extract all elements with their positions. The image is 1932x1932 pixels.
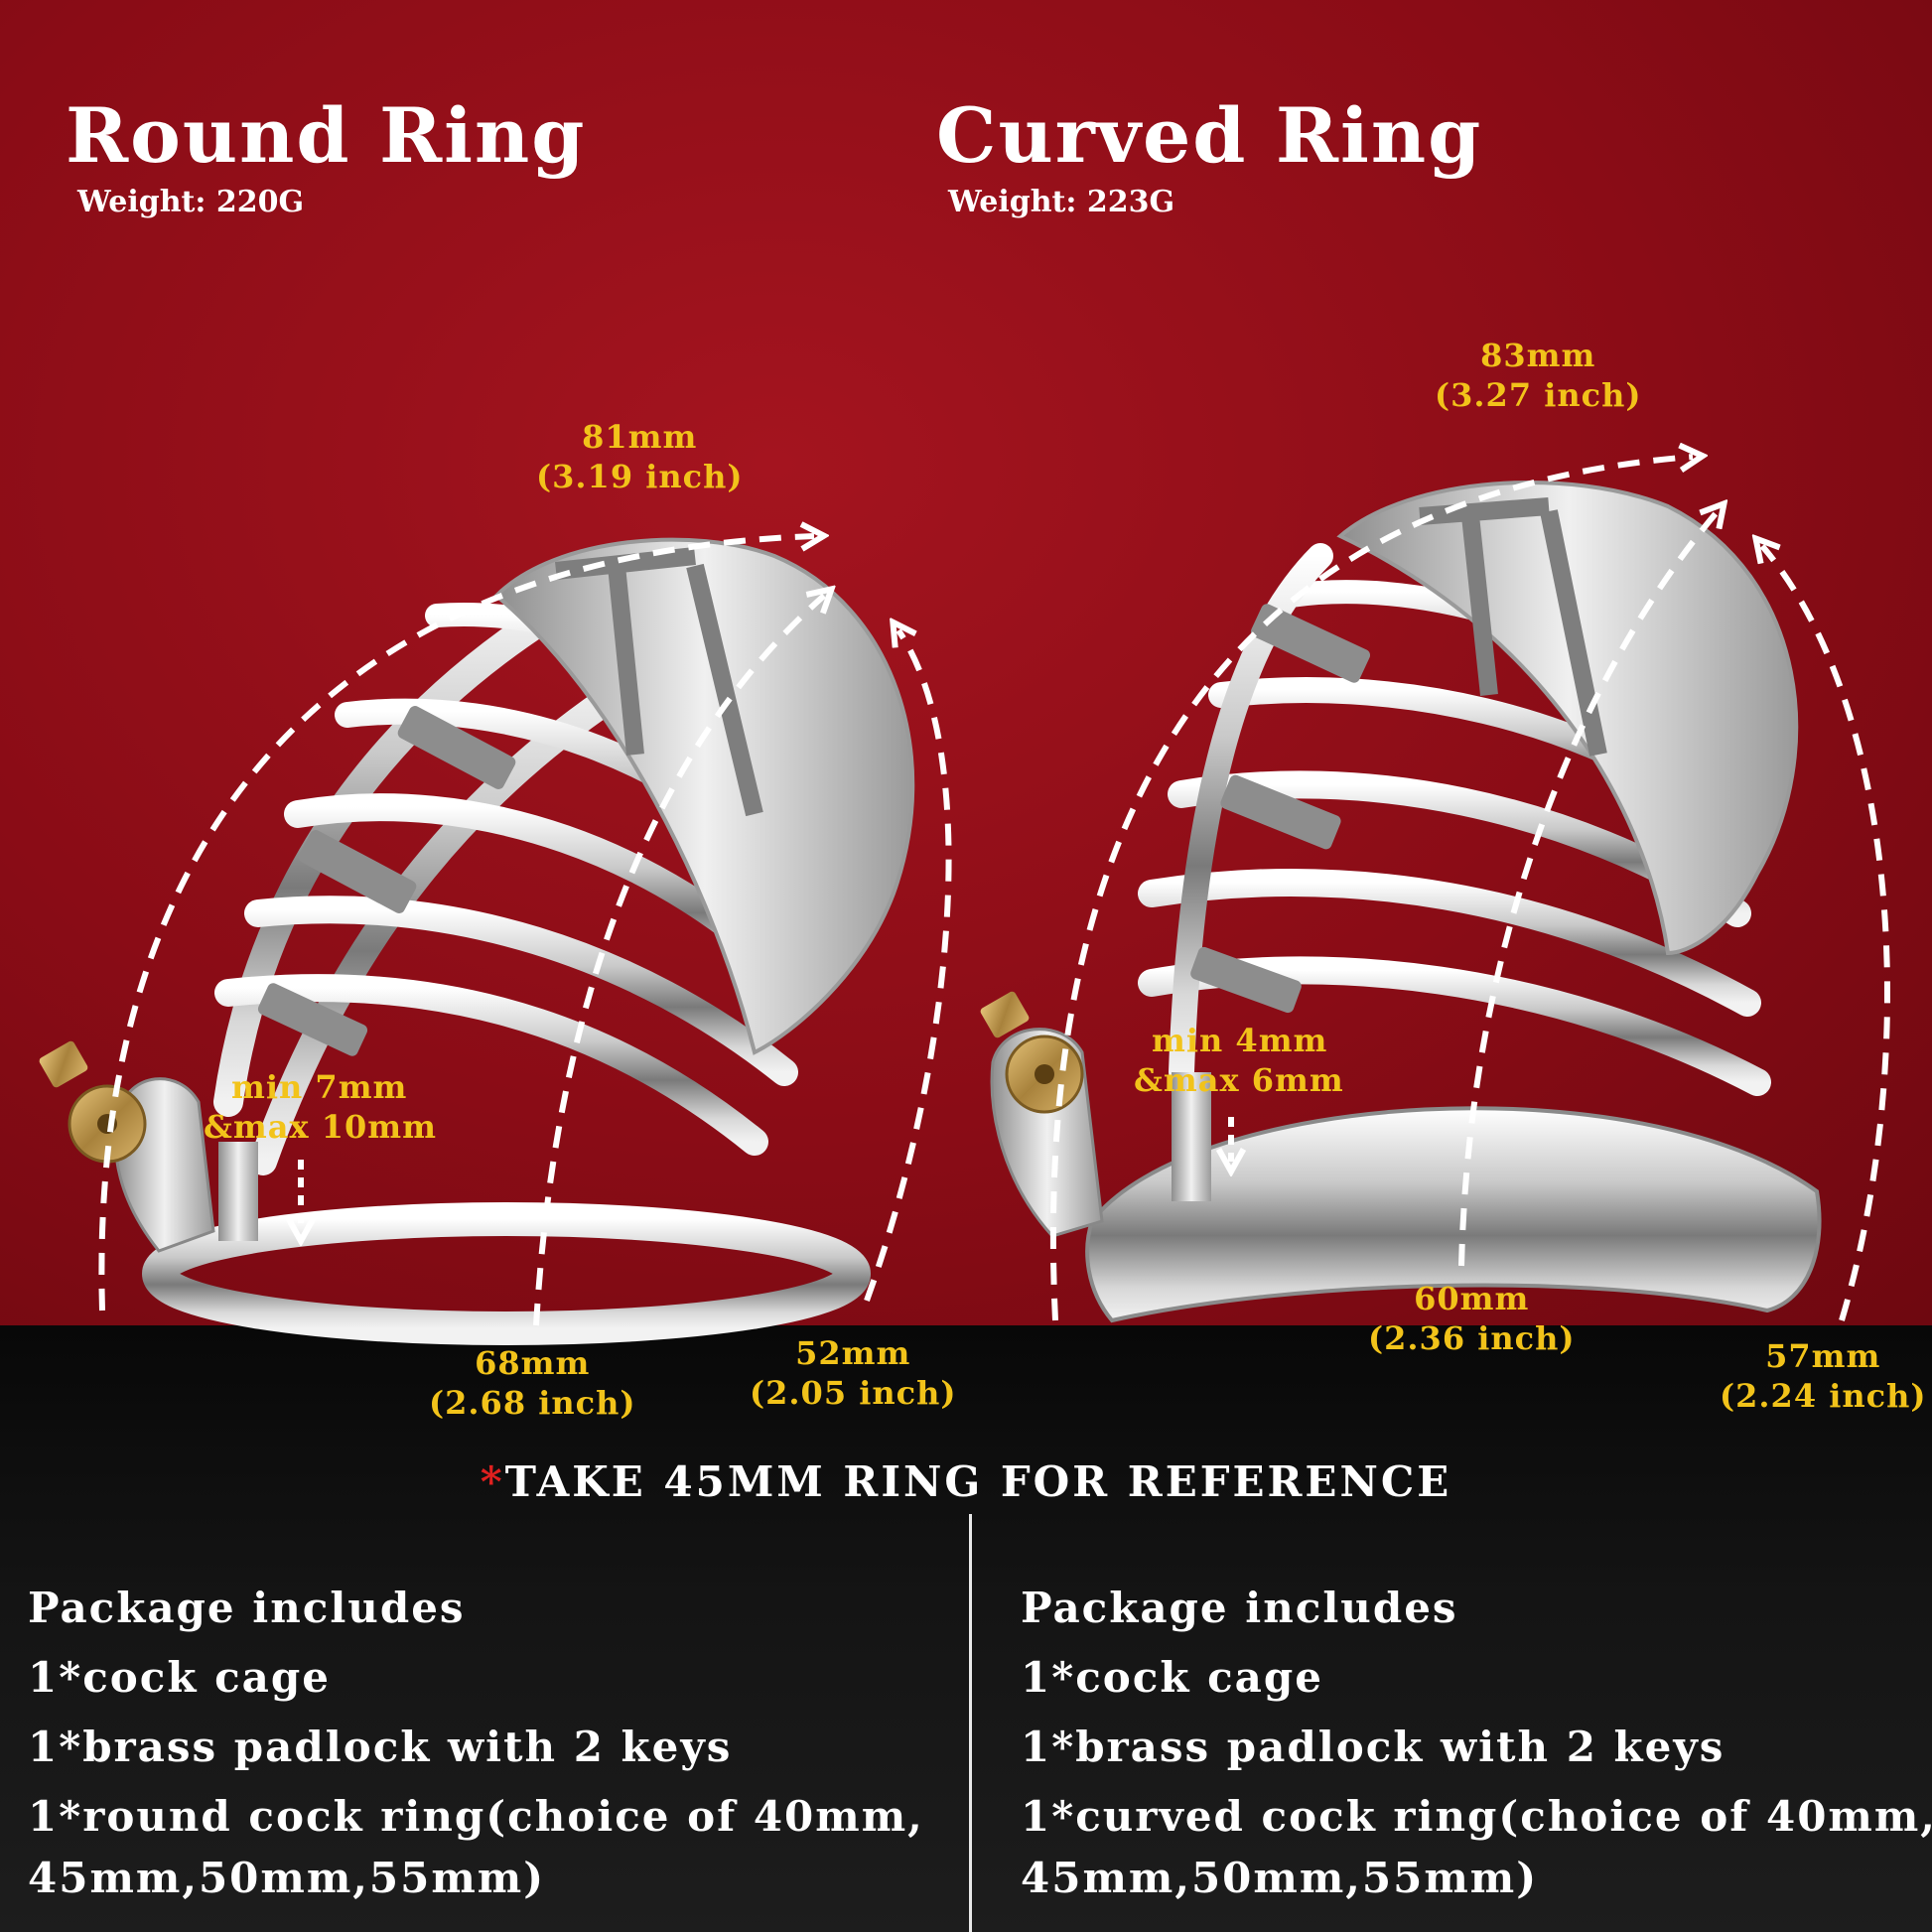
curved-ring-weight: Weight: 223G bbox=[948, 185, 1175, 219]
list-item: 1*brass padlock with 2 keys bbox=[1021, 1723, 1725, 1771]
curved-ring-front-length-label: 57mm(2.24 inch) bbox=[1720, 1337, 1927, 1415]
curved-ring-title: Curved Ring bbox=[936, 91, 1483, 180]
dashed-arrow-icon bbox=[1049, 457, 1890, 1321]
round-ring-title: Round Ring bbox=[66, 91, 587, 180]
brass-padlock-icon bbox=[39, 1040, 147, 1164]
list-item: 45mm,50mm,55mm) bbox=[28, 1854, 546, 1902]
list-item: 1*brass padlock with 2 keys bbox=[28, 1723, 733, 1771]
list-item: 1*cock cage bbox=[28, 1653, 331, 1702]
black-panel bbox=[0, 1325, 1932, 1932]
package-heading: Package includes bbox=[28, 1584, 466, 1632]
round-ring-weight: Weight: 220G bbox=[77, 185, 305, 219]
list-item: 45mm,50mm,55mm) bbox=[1021, 1854, 1539, 1902]
curved-ring-center-length-label: 60mm(2.36 inch) bbox=[1368, 1280, 1576, 1357]
round-ring-length-label: 81mm(3.19 inch) bbox=[536, 418, 744, 495]
curved-ring-gap-label: min 4mm&max 6mm bbox=[1134, 1022, 1344, 1099]
round-ring-gap-label: min 7mm&max 10mm bbox=[204, 1068, 437, 1146]
round-ring-cage-illustration bbox=[113, 537, 915, 1345]
round-ring-center-length-label: 68mm(2.68 inch) bbox=[429, 1344, 636, 1422]
reference-star: * bbox=[480, 1457, 505, 1506]
list-item: 1*curved cock ring(choice of 40mm, bbox=[1021, 1792, 1932, 1841]
column-divider bbox=[969, 1514, 972, 1932]
reference-text: TAKE 45MM RING FOR REFERENCE bbox=[504, 1457, 1452, 1506]
ring-reference-note: *TAKE 45MM RING FOR REFERENCE bbox=[0, 1457, 1932, 1506]
round-ring-front-length-label: 52mm(2.05 inch) bbox=[750, 1334, 957, 1412]
curved-ring-cage-illustration bbox=[990, 481, 1822, 1323]
package-list-round: Package includes 1*cock cage 1*brass pad… bbox=[28, 1574, 924, 1913]
package-list-curved: Package includes 1*cock cage 1*brass pad… bbox=[1021, 1574, 1932, 1913]
package-heading: Package includes bbox=[1021, 1584, 1458, 1632]
dashed-arrow-icon bbox=[98, 536, 952, 1326]
list-item: 1*cock cage bbox=[1021, 1653, 1323, 1702]
list-item: 1*round cock ring(choice of 40mm, bbox=[28, 1792, 924, 1841]
curved-ring-length-label: 83mm(3.27 inch) bbox=[1435, 337, 1642, 414]
